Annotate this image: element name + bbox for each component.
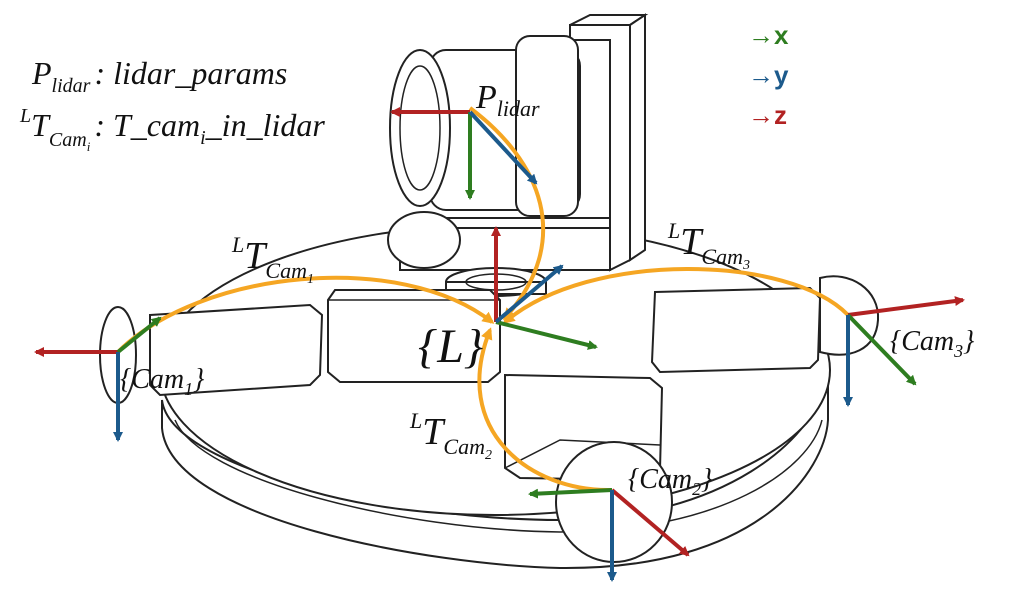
cam3-green-axis <box>846 313 917 386</box>
label-L: {L} <box>418 320 483 373</box>
legend-x: →x <box>748 20 789 50</box>
cam1-frame-axes <box>34 316 162 442</box>
label-cam3: {Cam3} <box>890 326 974 361</box>
transform-labels: LTCam1 LTCam2 LTCam3 <box>231 218 750 463</box>
cam1-z-axis <box>116 316 162 354</box>
hub-box <box>327 289 501 383</box>
def-lidar: Plidar: lidar_params <box>31 55 287 97</box>
legend-y: →y <box>748 60 789 90</box>
cam1-housing <box>149 303 324 397</box>
label-T-cam1: LTCam1 <box>231 232 314 287</box>
L-frame-axes <box>491 226 598 350</box>
label-T-cam3: LTCam3 <box>667 218 750 273</box>
arc-lidar-to-L <box>468 106 545 321</box>
hardware-drawing <box>99 13 880 570</box>
label-T-cam2: LTCam2 <box>409 408 492 463</box>
frame-labels: Plidar {L} {Cam1} {Cam2} {Cam3} <box>120 79 974 499</box>
label-cam2: {Cam2} <box>628 464 712 499</box>
legend-z: →z <box>748 100 787 130</box>
arc-cam2-to-L <box>477 327 613 493</box>
label-cam1: {Cam1} <box>120 364 204 399</box>
L-y-axis <box>494 264 564 324</box>
lidar-y-axis <box>468 110 538 185</box>
cam3-red-axis <box>847 296 965 317</box>
def-transform: LTCami: T_cami_in_lidar <box>19 105 325 154</box>
arc-cam3-to-L <box>502 267 850 324</box>
cam2-green-axis <box>528 488 613 499</box>
transform-arcs <box>116 106 850 493</box>
definitions: Plidar: lidar_params LTCami: T_cami_in_l… <box>19 55 325 154</box>
label-lidar: Plidar <box>475 79 540 121</box>
L-x-axis <box>495 320 598 350</box>
cam2-frame-axes <box>528 488 690 582</box>
axis-legend: →x →y →z <box>748 20 789 130</box>
cam3-housing <box>650 286 822 374</box>
cam2-red-axis <box>610 488 690 557</box>
cam3-frame-axes <box>843 296 965 407</box>
lidar-frame-axes <box>390 107 538 200</box>
